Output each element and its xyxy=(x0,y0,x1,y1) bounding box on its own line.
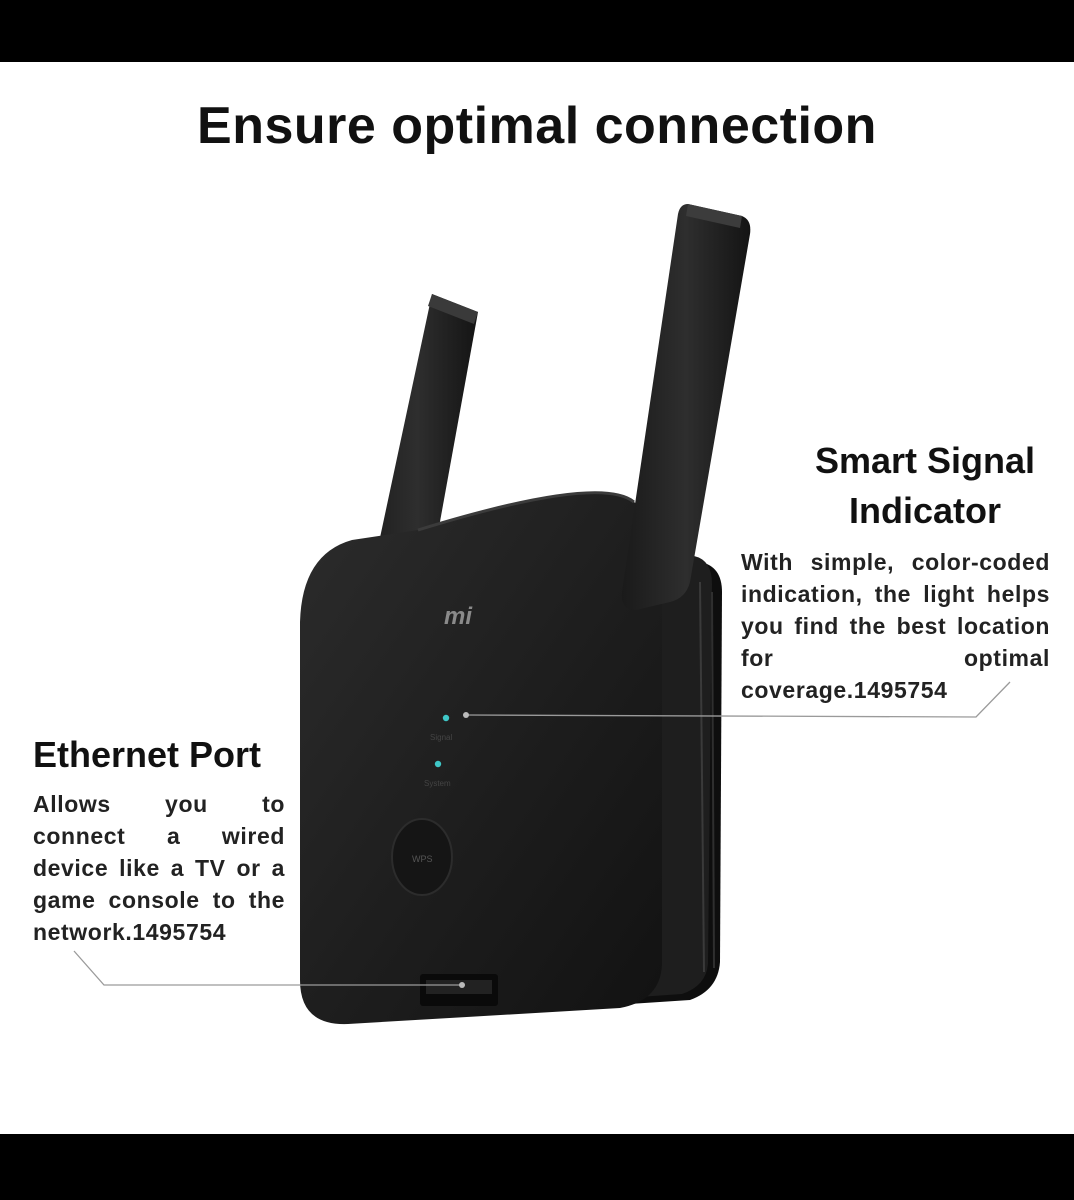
signal-led-label: Signal xyxy=(430,733,452,742)
signal-leader-dot xyxy=(463,712,469,718)
smart-signal-description: With simple, color-coded indication, the… xyxy=(741,549,1050,703)
headline: Ensure optimal connection xyxy=(197,97,877,155)
signal-leader-line xyxy=(465,681,1011,718)
mi-logo: mi xyxy=(444,603,473,630)
right-antenna xyxy=(621,204,751,610)
wifi-extender-illustration: mi Signal System WPS xyxy=(73,204,1011,1025)
smart-signal-title: Smart Signal Indicator xyxy=(780,436,1070,536)
ethernet-port xyxy=(420,974,498,1006)
wps-button[interactable] xyxy=(391,818,453,896)
product-infographic: Ensure optimal connection xyxy=(0,62,1074,1134)
system-led-label: System xyxy=(424,779,451,788)
system-led xyxy=(434,760,442,768)
signal-led xyxy=(442,714,450,722)
ethernet-port-description: Allows you to connect a wired device lik… xyxy=(33,791,285,945)
smart-signal-title-line2: Indicator xyxy=(848,490,1001,531)
smart-signal-title-line1: Smart Signal xyxy=(814,440,1036,481)
wps-button-label: WPS xyxy=(412,854,433,864)
ethernet-port-title: Ethernet Port xyxy=(33,734,262,775)
ethernet-leader-dot xyxy=(459,982,465,988)
device-front xyxy=(300,491,662,1025)
ethernet-leader-line xyxy=(73,950,462,986)
